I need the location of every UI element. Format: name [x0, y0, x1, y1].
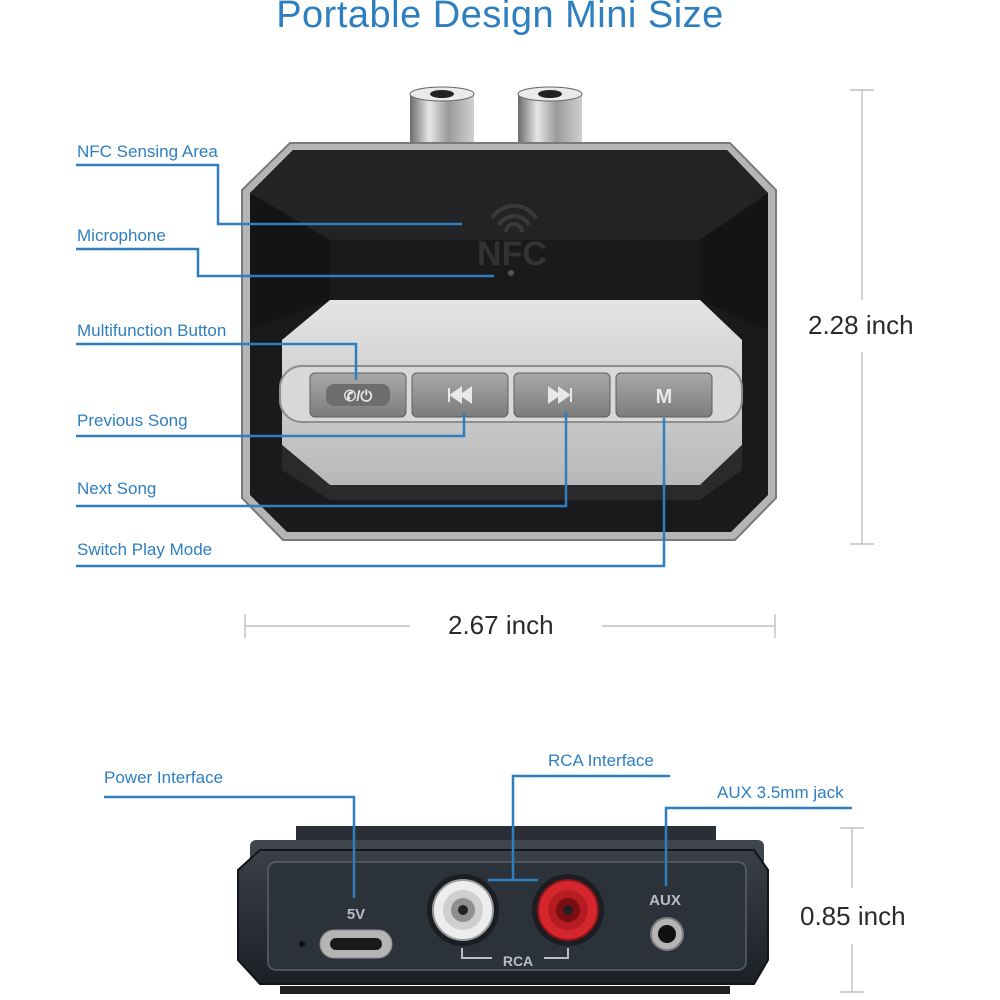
- rca-white-port[interactable]: [427, 874, 499, 946]
- previous-song-label: Previous Song: [77, 411, 188, 430]
- power-interface-label: Power Interface: [104, 768, 224, 787]
- dimension-lines: [244, 89, 874, 993]
- aux-port-mark: AUX: [649, 892, 681, 909]
- switch-play-mode-label: Switch Play Mode: [77, 540, 213, 559]
- rca-post-left: [409, 86, 475, 150]
- front-callout-lines: [104, 774, 852, 898]
- front-height-dimension: 0.85 inch: [800, 901, 906, 931]
- front-device: 5V RCA AUX: [237, 826, 769, 994]
- previous-song-button[interactable]: [411, 372, 509, 418]
- nfc-sensing-area-label: NFC Sensing Area: [77, 142, 218, 161]
- page-title: Portable Design Mini Size: [276, 0, 724, 36]
- usb-c-port[interactable]: [319, 929, 393, 959]
- microphone-hole: [508, 270, 514, 276]
- height-dimension: 2.28 inch: [808, 310, 914, 340]
- rca-red-port[interactable]: [532, 874, 604, 946]
- rca-post-right: [517, 86, 583, 150]
- top-device: ✆/⏻ M NFC: [241, 86, 777, 541]
- width-dimension: 2.67 inch: [448, 610, 554, 640]
- rca-interface-label: RCA Interface: [548, 751, 654, 770]
- next-song-label: Next Song: [77, 479, 157, 498]
- multifunction-button[interactable]: ✆/⏻: [309, 372, 407, 418]
- top-callout-lines: [76, 163, 666, 568]
- aux-jack-label: AUX 3.5mm jack: [717, 783, 844, 802]
- rca-port-mark: RCA: [503, 953, 533, 969]
- power-port-mark: 5V: [347, 906, 365, 923]
- aux-jack[interactable]: [650, 917, 684, 951]
- status-led: [299, 941, 305, 947]
- multifunction-button-label: Multifunction Button: [77, 321, 227, 340]
- switch-play-mode-button[interactable]: M: [615, 372, 713, 418]
- microphone-label: Microphone: [77, 226, 166, 245]
- mode-button-mark: M: [656, 386, 673, 408]
- nfc-logo-text: NFC: [477, 235, 547, 273]
- nfc-logo: NFC: [477, 203, 547, 273]
- next-song-button[interactable]: [513, 372, 611, 418]
- svg-text:✆/⏻: ✆/⏻: [344, 388, 373, 405]
